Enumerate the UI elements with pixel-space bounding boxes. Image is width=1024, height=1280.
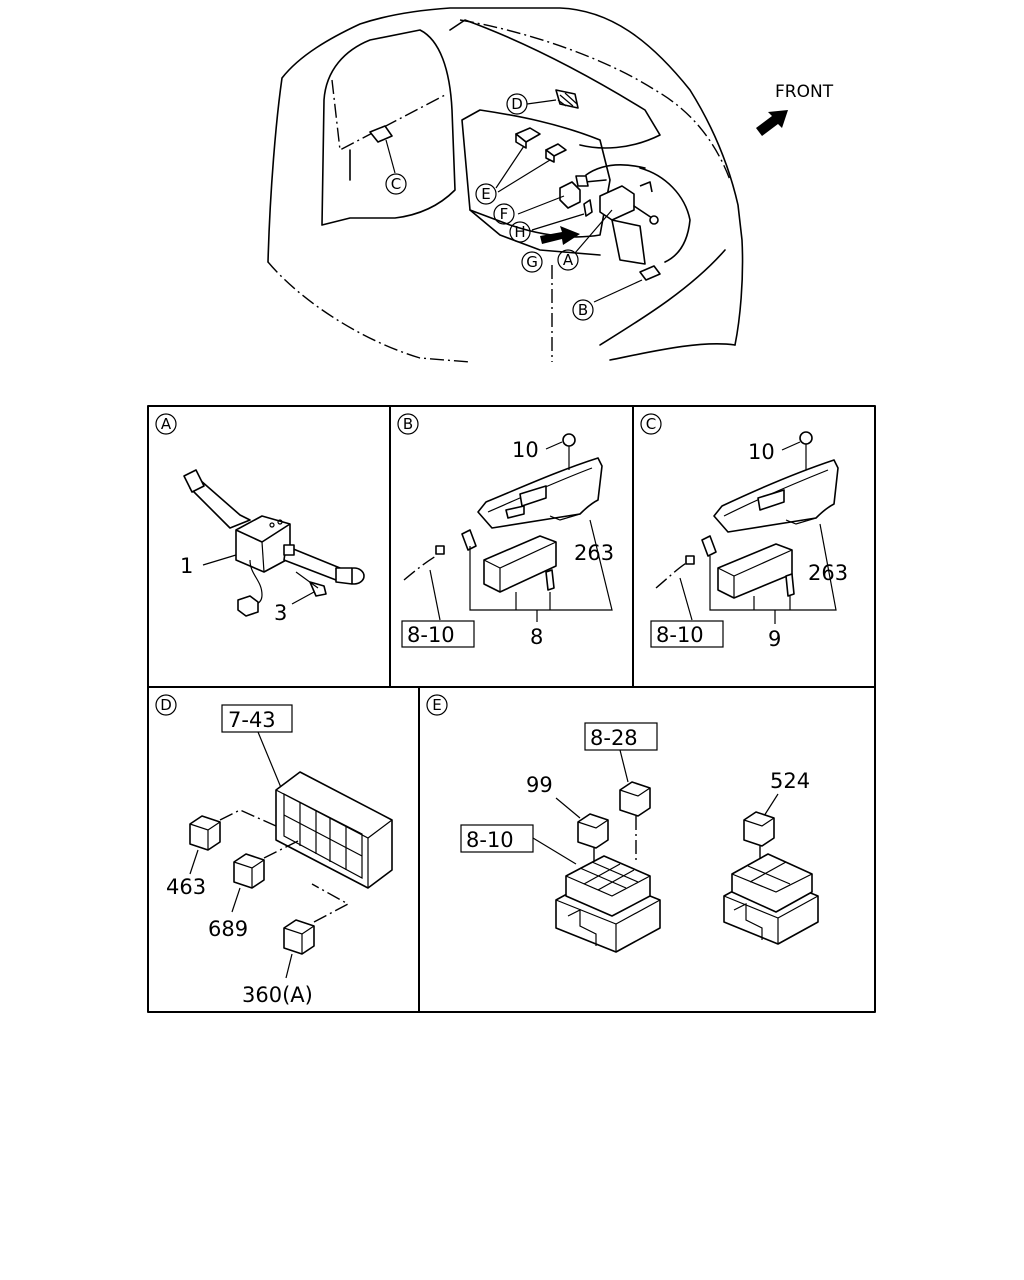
armrest-bezel-b <box>477 457 603 529</box>
panel-d: D 7-43 463 <box>155 694 393 1007</box>
armrest-bezel-c <box>713 459 839 533</box>
part-label-1: 1 <box>180 554 193 578</box>
view-arrow <box>540 226 580 245</box>
door-switch-c <box>369 125 396 174</box>
door-window-dash <box>331 79 446 152</box>
leader-1 <box>202 554 237 566</box>
switch-module-9 <box>701 535 795 599</box>
panel-b-letter: B <box>403 415 413 433</box>
switch-module-8 <box>461 529 557 593</box>
svg-text:G: G <box>526 253 538 271</box>
ref-box-8-10-b <box>401 620 475 648</box>
right-door-line <box>599 249 726 346</box>
vent-d <box>555 89 579 109</box>
connector-b <box>435 545 445 555</box>
panel-b: B 10 8-10 263 8 <box>397 413 614 649</box>
dash-689 <box>263 839 301 859</box>
svg-text:C: C <box>391 175 401 193</box>
ref-label-8-10-c: 8-10 <box>656 623 704 647</box>
front-label: FRONT <box>775 82 834 102</box>
ref-label-7-43: 7-43 <box>228 708 276 732</box>
bracket-9 <box>709 523 837 611</box>
part-label-10-c: 10 <box>748 440 775 464</box>
relay-box-right <box>723 853 819 945</box>
panel-c: C 10 8-10 263 9 <box>640 413 848 651</box>
part-label-10-b: 10 <box>512 438 539 462</box>
panel-a: A 1 3 <box>155 413 365 625</box>
front-arrow <box>756 110 788 136</box>
detail-grid <box>147 405 876 1013</box>
panel-e: E 8-28 99 8-10 <box>426 694 819 953</box>
callout-f: F <box>493 203 515 225</box>
panel-a-letter: A <box>161 415 172 433</box>
callout-h: H <box>509 221 531 243</box>
door-opening <box>321 29 456 226</box>
ref-label-8-28: 8-28 <box>590 726 638 750</box>
part-label-263-b: 263 <box>574 541 614 565</box>
grid-outer-frame <box>147 405 876 1013</box>
relay-box-left <box>555 855 661 953</box>
body-outline-right <box>609 343 736 361</box>
svg-text:B: B <box>578 301 588 319</box>
relay-8-28 <box>619 781 651 817</box>
part-label-360a: 360(A) <box>242 983 313 1007</box>
relay-463 <box>189 815 221 851</box>
ref-box-8-10-c <box>650 620 724 648</box>
bracket-8 <box>469 519 613 611</box>
part-label-524: 524 <box>770 769 810 793</box>
part-label-263-c: 263 <box>808 561 848 585</box>
panel-c-letter: C <box>646 415 656 433</box>
svg-text:H: H <box>514 223 525 241</box>
relay-blocks-e <box>495 127 567 193</box>
callout-a: A <box>557 249 579 271</box>
screw-10-b <box>562 433 576 470</box>
relay-99 <box>577 813 609 849</box>
callout-c: C <box>385 173 407 195</box>
ref-box-8-28 <box>584 722 658 751</box>
ref-label-8-10-e: 8-10 <box>466 828 514 852</box>
svg-text:F: F <box>500 205 509 223</box>
dashboard-top <box>449 19 661 149</box>
part-h <box>531 199 593 231</box>
part-label-9: 9 <box>768 627 781 651</box>
panel-d-letter: D <box>160 696 172 714</box>
ref-label-8-10-b: 8-10 <box>407 623 455 647</box>
vehicle-body-outline <box>267 7 744 346</box>
harness-dash-b <box>403 555 437 581</box>
leader-8-10-c <box>679 577 693 621</box>
callout-g: G <box>521 251 543 273</box>
dash-463 <box>219 809 277 827</box>
relay-689 <box>233 853 265 889</box>
ref-box-7-43 <box>221 704 293 733</box>
callout-e: E <box>475 183 497 205</box>
relay-frame <box>275 771 393 889</box>
part-label-463: 463 <box>166 875 206 899</box>
vehicle-overview: FRONT D C E F H G A <box>267 7 834 363</box>
callout-b: B <box>572 299 594 321</box>
fuse-block-f <box>517 181 581 215</box>
svg-text:E: E <box>481 185 490 203</box>
dash-360 <box>311 883 350 923</box>
part-label-8: 8 <box>530 625 543 649</box>
relay-360a <box>283 919 315 955</box>
part-label-3: 3 <box>274 601 287 625</box>
steering-column <box>574 164 691 265</box>
roof-dash <box>459 19 731 181</box>
part-label-99: 99 <box>526 773 553 797</box>
leader-8-10-b <box>429 569 441 621</box>
panel-e-letter: E <box>432 696 441 714</box>
relay-524 <box>743 811 775 847</box>
connector-c <box>685 555 695 565</box>
combination-switch <box>183 469 365 617</box>
harness-dash-c <box>655 561 689 589</box>
svg-text:A: A <box>563 251 574 269</box>
door-switch-b <box>593 265 661 303</box>
body-dash-lower-left <box>267 261 471 363</box>
part-label-689: 689 <box>208 917 248 941</box>
svg-text:D: D <box>511 95 523 113</box>
screw-10-c <box>799 431 813 470</box>
leader-3 <box>291 591 315 605</box>
callout-d: D <box>506 93 557 115</box>
